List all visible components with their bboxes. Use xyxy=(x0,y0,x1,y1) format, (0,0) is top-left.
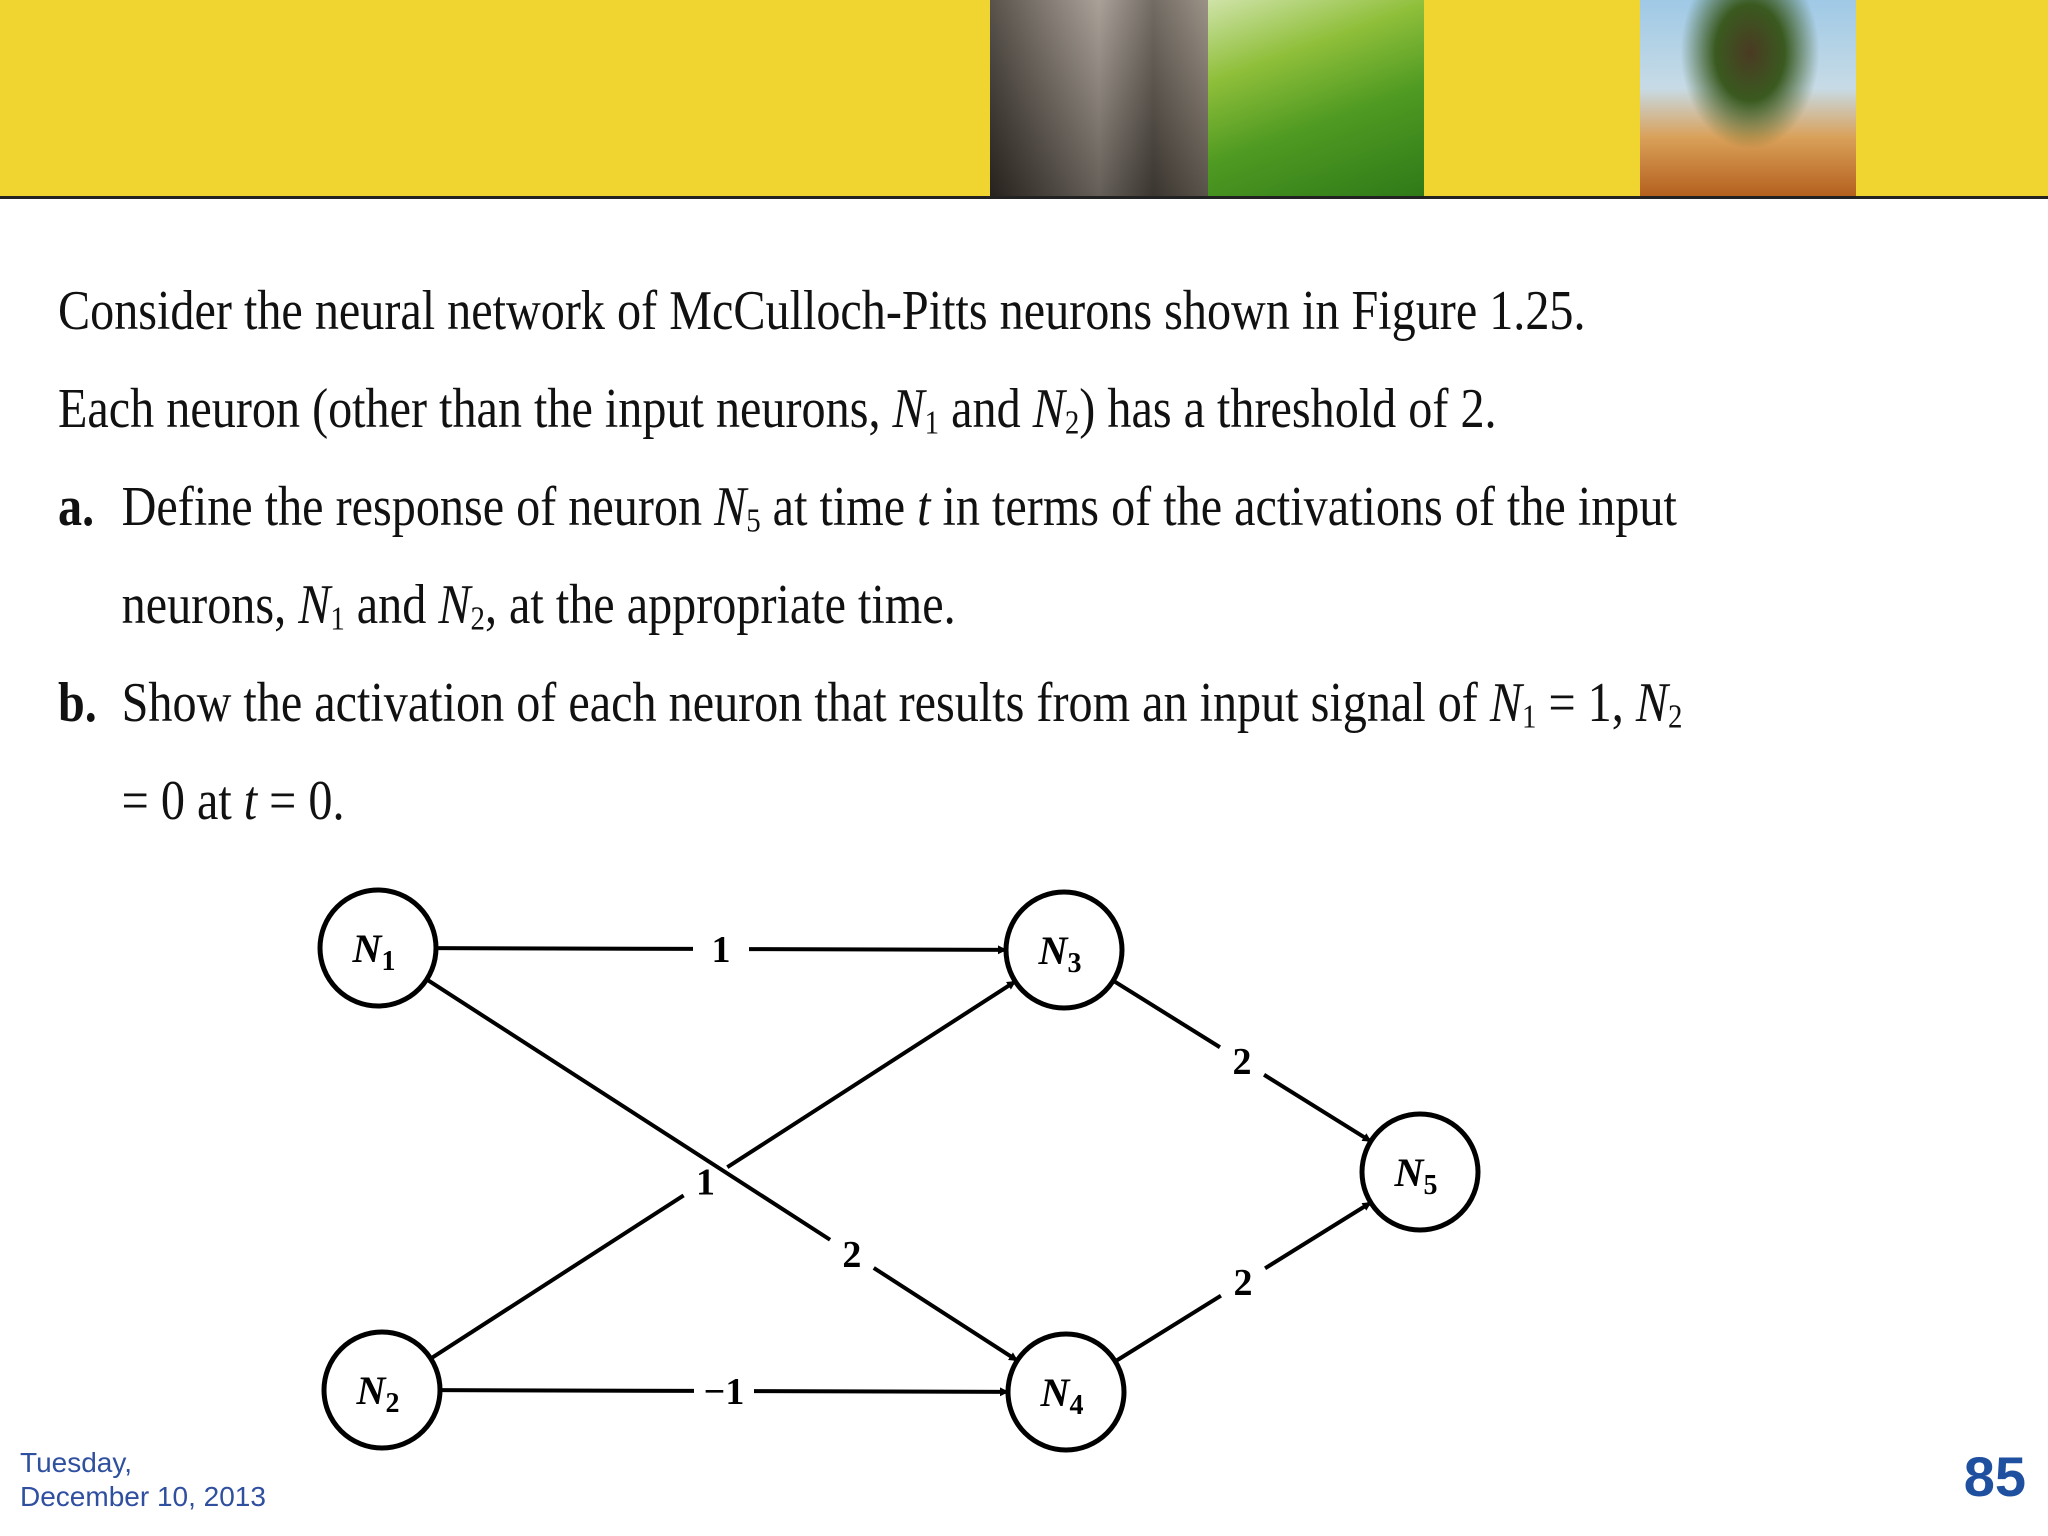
neuron-circle xyxy=(317,887,439,1009)
edge-line xyxy=(429,1193,685,1361)
edge-line xyxy=(439,1388,695,1393)
neuron-N1: N1 xyxy=(317,887,439,1009)
neuron-label: N5 xyxy=(1394,1150,1438,1201)
edge-weight-label: −1 xyxy=(704,1371,745,1413)
edge-weight-label: 1 xyxy=(712,929,731,971)
edge-arrow xyxy=(872,1266,1019,1363)
problem-intro: Consider the neural network of McCulloch… xyxy=(58,280,1586,442)
neuron-circle xyxy=(1359,1111,1481,1233)
edge-weight-label: 1 xyxy=(696,1161,715,1203)
neuron-circle xyxy=(1005,1331,1127,1453)
edge-line xyxy=(425,977,832,1242)
neuron-N2: N2 xyxy=(321,1329,443,1451)
edge-line xyxy=(435,946,694,951)
forest-photo xyxy=(990,0,1208,196)
tree-photo xyxy=(1640,0,1856,196)
green-hills-photo xyxy=(1208,0,1424,196)
edge-arrow xyxy=(1263,1073,1372,1144)
edge-arrow xyxy=(753,1387,1009,1397)
edge-arrow xyxy=(726,979,1017,1169)
part-a-label: a. xyxy=(58,476,95,538)
edge-N2-N3: 1 xyxy=(429,979,1017,1361)
problem-statement: Consider the neural network of McCulloch… xyxy=(58,262,1692,850)
edge-N4-N5: 2 xyxy=(1114,1200,1372,1364)
footer-date: Tuesday, December 10, 2013 xyxy=(20,1446,266,1514)
edge-N1-N4: 2 xyxy=(425,977,1019,1363)
edge-line xyxy=(1114,1294,1222,1364)
part-b-label: b. xyxy=(58,672,97,734)
neuron-N5: N5 xyxy=(1359,1111,1481,1233)
edge-N1-N3: 1 xyxy=(435,929,1007,971)
edge-N3-N5: 2 xyxy=(1112,978,1372,1144)
problem-part-b: b.Show the activation of each neuron tha… xyxy=(58,654,1692,850)
footer-full-date: December 10, 2013 xyxy=(20,1481,266,1512)
neuron-N4: N4 xyxy=(1005,1331,1127,1453)
neuron-circle xyxy=(321,1329,443,1451)
problem-part-a: a.Define the response of neuron N5 at ti… xyxy=(58,458,1692,654)
page-number: 85 xyxy=(1963,1445,2026,1508)
edge-arrow xyxy=(1264,1200,1372,1270)
edge-weight-label: 2 xyxy=(842,1234,861,1276)
edge-weight-label: 2 xyxy=(1233,1041,1252,1083)
neuron-circle xyxy=(1003,889,1125,1011)
edge-line xyxy=(1112,978,1221,1049)
edge-N2-N4: −1 xyxy=(439,1371,1009,1413)
header-banner xyxy=(0,0,2048,199)
neuron-N3: N3 xyxy=(1003,889,1125,1011)
edge-weight-label: 2 xyxy=(1234,1262,1253,1304)
edge-arrow xyxy=(748,945,1007,955)
neuron-label: N3 xyxy=(1038,928,1082,979)
footer-day: Tuesday, xyxy=(20,1447,133,1478)
